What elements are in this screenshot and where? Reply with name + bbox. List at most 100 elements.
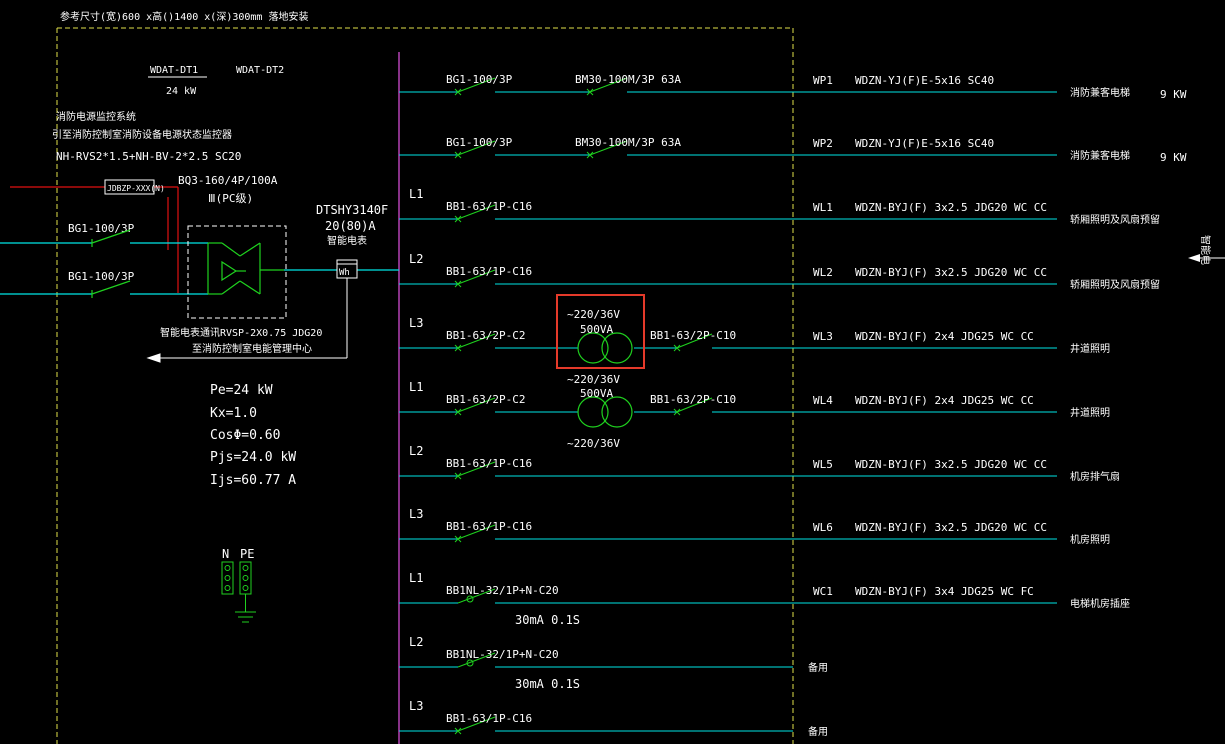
phase-label: L2 <box>409 635 423 649</box>
highlight-box <box>556 294 645 369</box>
cable-spec: WDZN-BYJ(F) 3x2.5 JDG20 WC CC <box>855 266 1047 279</box>
breaker-label: BB1-63/1P-C16 <box>446 200 532 213</box>
rcd-label: 30mA 0.1S <box>515 677 580 691</box>
breaker-mark <box>454 535 462 543</box>
load-description: 消防兼客电梯 <box>1070 149 1130 162</box>
ats-model: BQ3-160/4P/100A <box>178 174 278 187</box>
breaker-label: BB1-63/2P-C2 <box>446 393 525 406</box>
load-description: 轿厢照明及风扇预留 <box>1070 278 1160 291</box>
calc-kx: Kx=1.0 <box>210 406 257 421</box>
load-description: 井道照明 <box>1070 342 1110 355</box>
load-power: 9 KW <box>1160 151 1187 164</box>
phase-label: L1 <box>409 571 423 585</box>
meter-rating: 20(80)A <box>325 219 376 233</box>
breaker-symbol <box>457 524 496 540</box>
side-note: 智能电 <box>1199 235 1212 265</box>
breaker2-symbol <box>676 333 713 349</box>
breaker-symbol <box>457 461 496 477</box>
breaker-mark <box>454 88 462 96</box>
circuit-code: WL3 <box>813 330 833 343</box>
phase-label: L3 <box>409 316 423 330</box>
rcd-symbol <box>466 659 474 667</box>
incoming-lines <box>0 242 399 295</box>
phase-label: L1 <box>409 380 423 394</box>
cable-spec: WDZN-BYJ(F) 2x4 JDG25 WC CC <box>855 394 1034 407</box>
incoming-breaker-2: BG1-100/3P <box>68 270 135 283</box>
breaker-mark <box>454 472 462 480</box>
side-arrow <box>1188 254 1200 262</box>
rcd-symbol <box>466 595 474 603</box>
phase-label: L3 <box>409 507 423 521</box>
meter-model: DTSHY3140F <box>316 203 388 217</box>
breaker-label: BB1-63/1P-C16 <box>446 457 532 470</box>
load-power: 9 KW <box>1160 88 1187 101</box>
load-description: 备用 <box>808 661 828 674</box>
calc-pe: Pe=24 kW <box>210 383 273 398</box>
breaker2-symbol <box>676 397 713 413</box>
breaker-symbol <box>457 140 496 156</box>
cable-spec: WDZN-BYJ(F) 3x2.5 JDG20 WC CC <box>855 201 1047 214</box>
transformer-voltage: ~220/36V <box>567 437 620 450</box>
panel-id-right: WDAT-DT2 <box>236 65 284 76</box>
breaker2-mark <box>586 88 594 96</box>
breaker2-label: BM30-100M/3P 63A <box>575 73 681 86</box>
circuit-code: WP2 <box>813 137 833 150</box>
transformer-voltage: ~220/36V <box>567 308 620 321</box>
breaker-symbol <box>457 716 496 732</box>
load-description: 消防兼客电梯 <box>1070 86 1130 99</box>
breaker2-symbol <box>589 77 628 93</box>
phase-label: L2 <box>409 444 423 458</box>
breaker-label: BG1-100/3P <box>446 136 513 149</box>
load-description: 备用 <box>808 725 828 738</box>
circuit-code: WL2 <box>813 266 833 279</box>
breaker-label: BB1-63/1P-C16 <box>446 265 532 278</box>
ats-symbol <box>207 242 284 295</box>
cabinet-size-note: 参考尺寸(宽)600 x高()1400 x(深)300mm 落地安装 <box>60 10 308 23</box>
transformer-rating: 500VA <box>580 387 613 400</box>
phase-label: L3 <box>409 699 423 713</box>
terminal-pe-label: PE <box>240 547 254 561</box>
load-description: 井道照明 <box>1070 406 1110 419</box>
breaker-symbol <box>457 652 496 668</box>
breaker-mark <box>454 727 462 735</box>
incoming-switches <box>91 229 131 298</box>
circuit-code: WL5 <box>813 458 833 471</box>
rcd-label: 30mA 0.1S <box>515 613 580 627</box>
fire-monitor-title: 消防电源监控系统 <box>56 110 136 123</box>
cable-spec: WDZN-YJ(F)E-5x16 SC40 <box>855 137 994 150</box>
breaker-mark <box>454 280 462 288</box>
cable-spec: WDZN-BYJ(F) 3x4 JDG25 WC FC <box>855 585 1034 598</box>
breaker-mark <box>454 408 462 416</box>
cable-spec: WDZN-BYJ(F) 3x2.5 JDG20 WC CC <box>855 458 1047 471</box>
sensor-box <box>104 179 155 195</box>
calc-ijs: Ijs=60.77 A <box>210 473 296 488</box>
load-description: 电梯机房插座 <box>1070 597 1130 610</box>
circuit-code: WC1 <box>813 585 833 598</box>
breaker-mark <box>454 344 462 352</box>
breaker2-label: BM30-100M/3P 63A <box>575 136 681 149</box>
phase-label: L2 <box>409 252 423 266</box>
breaker-label: BB1NL-32/1P+N-C20 <box>446 584 559 597</box>
breaker2-mark <box>673 344 681 352</box>
transformer-coil <box>601 332 633 364</box>
breaker-symbol <box>457 333 496 349</box>
ats-class: Ⅲ(PC级) <box>208 192 253 205</box>
calc-cos: CosΦ=0.60 <box>210 428 280 443</box>
breaker-symbol <box>457 269 496 285</box>
transformer-voltage: ~220/36V <box>567 373 620 386</box>
load-description: 轿厢照明及风扇预留 <box>1070 213 1160 226</box>
breaker-symbol <box>457 588 496 604</box>
calc-pjs: Pjs=24.0 kW <box>210 450 296 465</box>
